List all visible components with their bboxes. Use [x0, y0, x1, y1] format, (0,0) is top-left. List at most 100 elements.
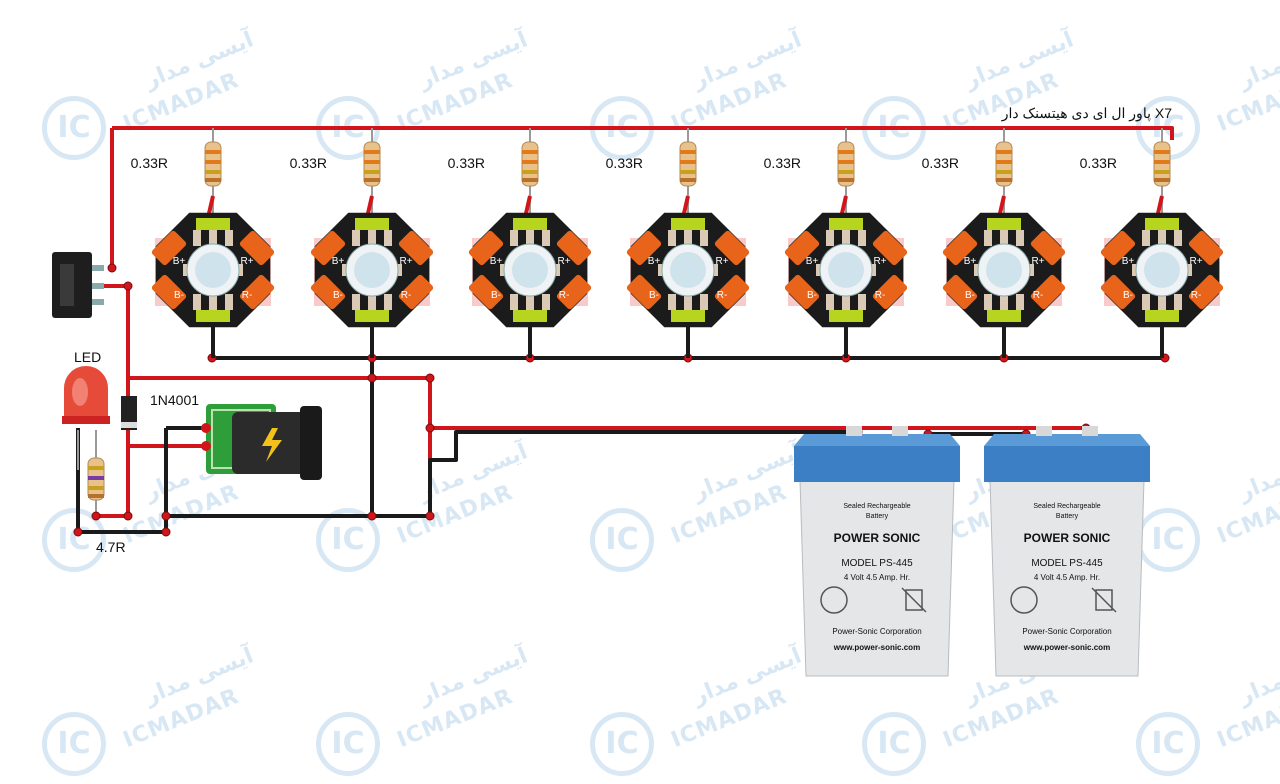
- wire-junction: [123, 511, 133, 521]
- solder-petal: [151, 274, 187, 310]
- cathode-tab: [829, 310, 863, 322]
- battery-label-model: MODEL PS-445: [841, 558, 913, 569]
- pad-label: B-: [649, 290, 659, 301]
- pad-label: R-: [1191, 290, 1202, 301]
- current-limit-resistor: 0.33R: [1080, 128, 1171, 223]
- led-module: 0.33R B+ R+ B- R-: [922, 128, 1066, 358]
- pad-label: B-: [965, 290, 975, 301]
- pad-label: R+: [1189, 256, 1202, 267]
- charge-bolt-icon: [262, 428, 282, 462]
- solder-petal: [942, 274, 978, 310]
- battery-label-corp: Power-Sonic Corporation: [1022, 627, 1111, 636]
- wire-junction: [367, 373, 377, 383]
- solder-petal: [398, 274, 434, 310]
- current-limit-resistor: 0.33R: [606, 128, 697, 223]
- bin-icon: [905, 589, 923, 611]
- pad-label: B+: [648, 256, 661, 267]
- power-switch: [52, 252, 104, 318]
- solder-petal: [239, 274, 275, 310]
- pad-label: B-: [807, 290, 817, 301]
- recycle-icon: [1010, 586, 1038, 614]
- pad-label: R+: [557, 256, 570, 267]
- battery-cap: [984, 446, 1150, 482]
- cathode-tab: [355, 310, 389, 322]
- wire-junction: [73, 527, 83, 537]
- led-label: LED: [74, 349, 101, 365]
- led-chip: [986, 252, 1022, 288]
- pad-label: B+: [173, 256, 186, 267]
- current-limit-resistor: 0.33R: [448, 128, 539, 223]
- pad-label: B+: [806, 256, 819, 267]
- indicator-led: [62, 366, 110, 424]
- battery-label-url: www.power-sonic.com: [833, 643, 920, 652]
- solder-petal: [626, 274, 662, 310]
- wire-junction: [107, 263, 117, 273]
- led-chip: [1144, 252, 1180, 288]
- diagram-title: پاور ال ای دی هیتسنک دار X7: [1001, 105, 1172, 122]
- wire-junction: [425, 511, 435, 521]
- resistor-value-label: 0.33R: [606, 155, 643, 171]
- battery-label-rating: 4 Volt 4.5 Amp. Hr.: [1034, 573, 1100, 582]
- solder-petal: [398, 230, 434, 266]
- resistor-value-label: 0.33R: [764, 155, 801, 171]
- resistor-value-label: 0.33R: [131, 155, 168, 171]
- solder-petal: [714, 274, 750, 310]
- resistor-value-label: 0.33R: [1080, 155, 1117, 171]
- solder-petal: [942, 230, 978, 266]
- current-limit-resistor: 0.33R: [131, 128, 222, 223]
- pad-label: R-: [875, 290, 886, 301]
- pad-label: B+: [332, 256, 345, 267]
- solder-petal: [1188, 274, 1224, 310]
- pad-label: B-: [491, 290, 501, 301]
- solder-petal: [626, 230, 662, 266]
- recycle-icon: [820, 586, 848, 614]
- solder-petal: [784, 230, 820, 266]
- current-limit-resistor: 0.33R: [922, 128, 1013, 223]
- pad-label: R+: [399, 256, 412, 267]
- pad-label: R+: [1031, 256, 1044, 267]
- solder-petal: [310, 230, 346, 266]
- pad-label: B-: [174, 290, 184, 301]
- pad-label: B+: [964, 256, 977, 267]
- led-chip: [512, 252, 548, 288]
- led-chip: [828, 252, 864, 288]
- solder-petal: [468, 230, 504, 266]
- current-limit-resistor: 0.33R: [290, 128, 381, 223]
- wire-junction: [367, 511, 377, 521]
- anode-tab: [671, 218, 705, 230]
- battery-label-line2: Battery: [866, 513, 889, 520]
- wire-junction: [425, 423, 435, 433]
- led-module: 0.33R B+ R+ B- R-: [290, 128, 434, 358]
- pad-label: B-: [1123, 290, 1133, 301]
- led-chip: [354, 252, 390, 288]
- solder-petal: [1100, 274, 1136, 310]
- battery-label-rating: 4 Volt 4.5 Amp. Hr.: [844, 573, 910, 582]
- cathode-tab: [196, 310, 230, 322]
- solder-petal: [1030, 230, 1066, 266]
- anode-tab: [355, 218, 389, 230]
- pad-label: R-: [1033, 290, 1044, 301]
- battery-cap: [794, 446, 960, 482]
- led-chip: [195, 252, 231, 288]
- led-chip: [670, 252, 706, 288]
- cathode-tab: [1145, 310, 1179, 322]
- anode-tab: [196, 218, 230, 230]
- battery-label-line1: Sealed Rechargeable: [843, 503, 910, 510]
- pad-label: R-: [401, 290, 412, 301]
- pad-label: B-: [333, 290, 343, 301]
- solder-petal: [310, 274, 346, 310]
- battery-label-url: www.power-sonic.com: [1023, 643, 1110, 652]
- solder-petal: [556, 274, 592, 310]
- wire-junction: [123, 281, 133, 291]
- wire-junction: [91, 511, 101, 521]
- solder-petal: [714, 230, 750, 266]
- diode: [121, 396, 137, 430]
- pad-label: R+: [240, 256, 253, 267]
- resistor-value-label: 0.33R: [448, 155, 485, 171]
- wire-junction: [425, 373, 435, 383]
